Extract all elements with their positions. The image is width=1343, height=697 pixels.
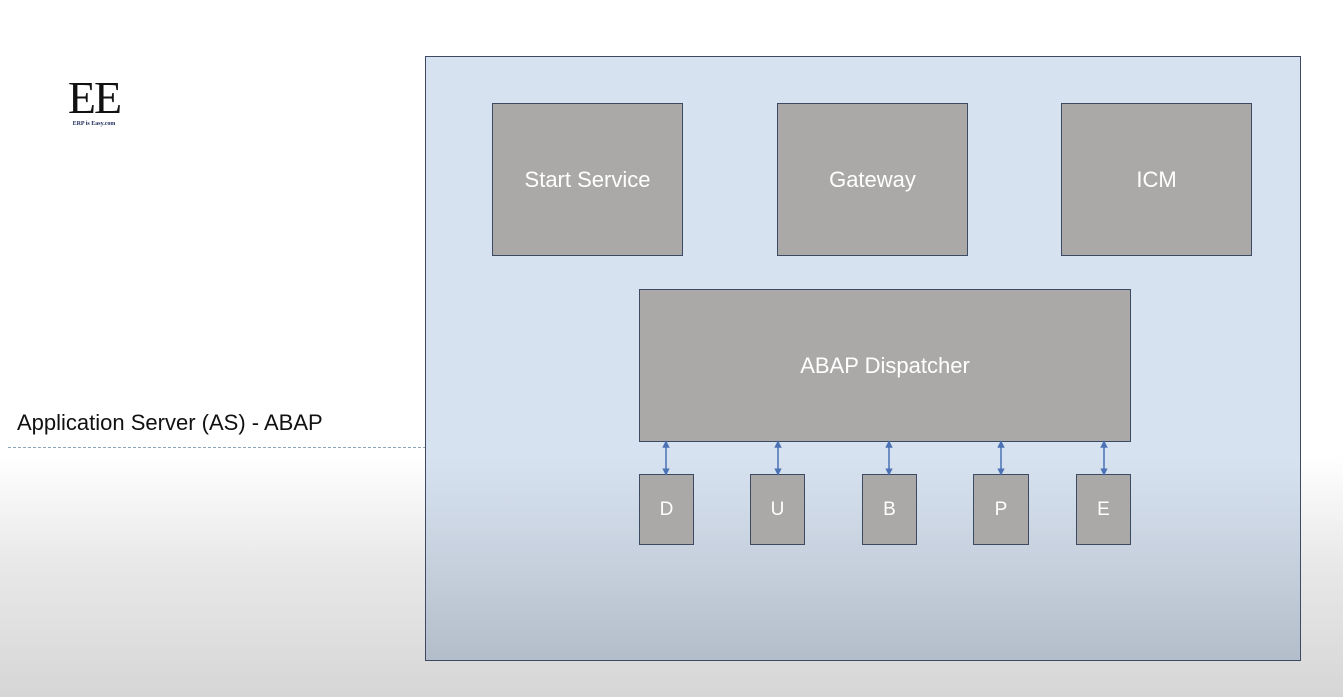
work-process-label: U [770,498,785,520]
work-process-label: E [1097,498,1110,520]
abap-dispatcher-box: ABAP Dispatcher [639,289,1131,442]
gateway-label: Gateway [829,166,916,192]
work-process-dialog: D [639,474,694,545]
start-service-box: Start Service [492,103,683,256]
work-process-label: B [883,498,896,520]
application-server-label: Application Server (AS) - ABAP [17,410,323,435]
icm-label: ICM [1136,166,1177,192]
logo-mark: EE [67,72,122,123]
dashed-guide-line [8,447,426,448]
icm-box: ICM [1061,103,1252,256]
work-process-label: P [994,498,1008,520]
gateway-box: Gateway [777,103,968,256]
work-process-background: B [862,474,917,545]
ee-logo: EE ERP is Easy.com [62,72,126,128]
logo-tagline: ERP is Easy.com [72,121,116,127]
work-process-spool: P [973,474,1029,545]
abap-dispatcher-label: ABAP Dispatcher [800,352,970,378]
start-service-label: Start Service [524,166,651,192]
work-process-update: U [750,474,805,545]
work-process-label: D [659,498,674,520]
work-process-enqueue: E [1076,474,1131,545]
